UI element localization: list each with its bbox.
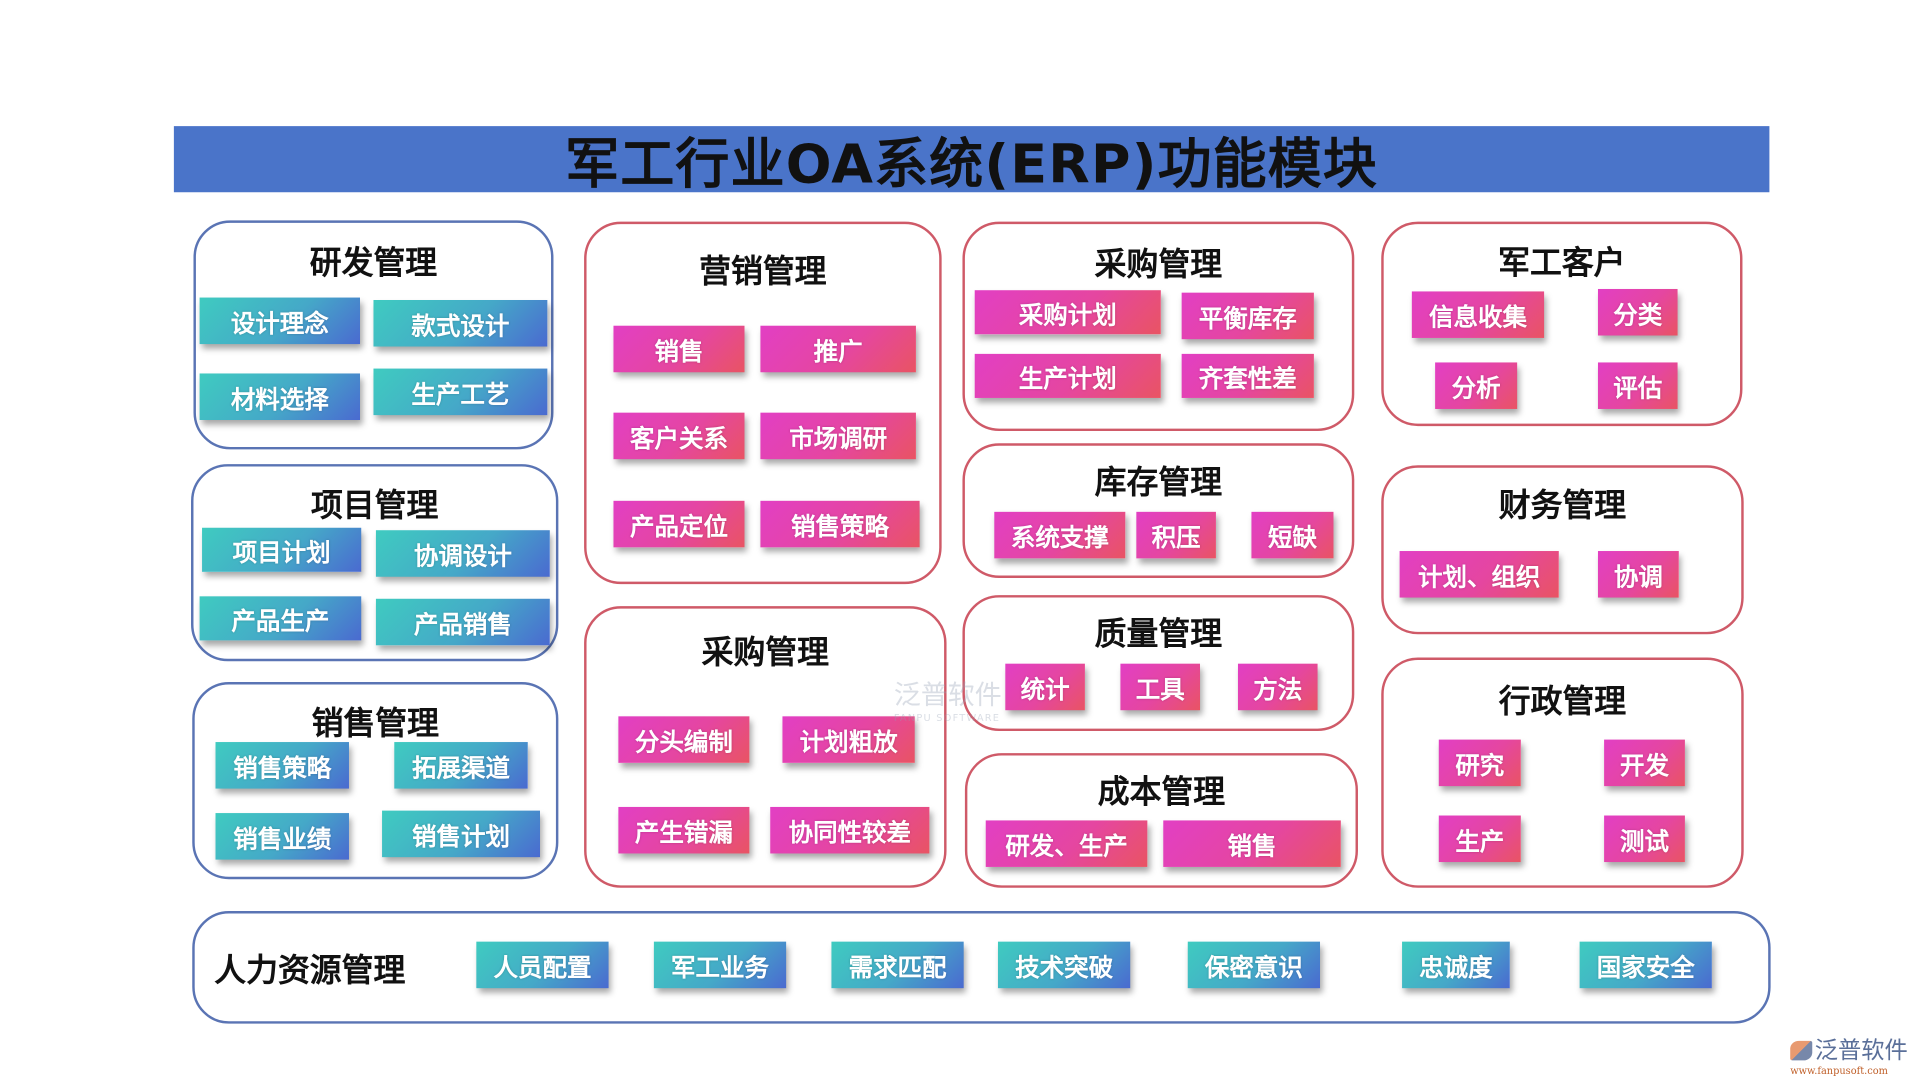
panel-title: 采购管理 bbox=[1094, 246, 1223, 284]
module-panel bbox=[1381, 465, 1744, 635]
module-button[interactable]: 销售业绩 bbox=[215, 813, 349, 860]
brand-logo: 泛普软件 www.fanpusoft.com bbox=[1790, 1037, 1908, 1077]
module-button[interactable]: 产品生产 bbox=[199, 596, 362, 641]
module-button[interactable]: 项目计划 bbox=[202, 527, 362, 572]
module-button[interactable]: 信息收集 bbox=[1411, 291, 1545, 338]
module-button[interactable]: 产生错漏 bbox=[618, 806, 750, 854]
module-button[interactable]: 国家安全 bbox=[1579, 941, 1712, 989]
panel-title: 库存管理 bbox=[1094, 464, 1223, 502]
module-button[interactable]: 生产工艺 bbox=[373, 368, 548, 416]
module-button[interactable]: 人员配置 bbox=[476, 941, 609, 989]
module-button[interactable]: 销售计划 bbox=[382, 810, 541, 858]
hr-title: 人力资源管理 bbox=[214, 952, 406, 990]
module-button[interactable]: 研究 bbox=[1438, 739, 1521, 787]
module-button[interactable]: 款式设计 bbox=[373, 300, 548, 347]
module-button[interactable]: 保密意识 bbox=[1187, 941, 1321, 989]
panel-title: 质量管理 bbox=[1094, 616, 1223, 654]
module-button[interactable]: 协调 bbox=[1597, 551, 1679, 598]
panel-title: 销售管理 bbox=[311, 705, 439, 743]
module-button[interactable]: 方法 bbox=[1237, 663, 1318, 711]
panel-title: 行政管理 bbox=[1498, 683, 1627, 721]
module-button[interactable]: 推广 bbox=[760, 325, 916, 373]
panel-title: 营销管理 bbox=[699, 254, 827, 291]
page-title: 军工行业OA系统(ERP)功能模块 bbox=[565, 133, 1378, 196]
panel-title: 财务管理 bbox=[1498, 487, 1627, 525]
module-button[interactable]: 统计 bbox=[1005, 663, 1085, 711]
module-button[interactable]: 系统支撑 bbox=[994, 511, 1126, 559]
module-button[interactable]: 军工业务 bbox=[653, 941, 787, 989]
module-button[interactable]: 技术突破 bbox=[997, 941, 1131, 989]
module-button[interactable]: 测试 bbox=[1604, 815, 1685, 863]
module-button[interactable]: 齐套性差 bbox=[1181, 353, 1314, 398]
logo-icon bbox=[1790, 1040, 1813, 1061]
module-button[interactable]: 采购计划 bbox=[974, 290, 1161, 335]
module-button[interactable]: 工具 bbox=[1120, 663, 1201, 711]
module-button[interactable]: 短缺 bbox=[1251, 511, 1334, 559]
module-button[interactable]: 设计理念 bbox=[199, 297, 361, 345]
module-button[interactable]: 客户关系 bbox=[613, 412, 745, 460]
module-button[interactable]: 材料选择 bbox=[199, 373, 361, 421]
module-button[interactable]: 评估 bbox=[1597, 362, 1678, 409]
module-button[interactable]: 分头编制 bbox=[618, 716, 750, 763]
module-button[interactable]: 开发 bbox=[1604, 739, 1685, 787]
module-button[interactable]: 需求匹配 bbox=[831, 941, 964, 989]
panel-title: 项目管理 bbox=[311, 487, 439, 525]
module-button[interactable]: 平衡库存 bbox=[1181, 292, 1314, 340]
panel-hr bbox=[192, 911, 1771, 1024]
module-button[interactable]: 销售 bbox=[613, 325, 745, 373]
module-button[interactable]: 产品销售 bbox=[375, 598, 550, 646]
module-button[interactable]: 研发、生产 bbox=[985, 820, 1148, 867]
module-button[interactable]: 积压 bbox=[1136, 511, 1216, 559]
module-button[interactable]: 协同性较差 bbox=[770, 806, 930, 854]
module-button[interactable]: 生产计划 bbox=[974, 353, 1161, 398]
module-button[interactable]: 市场调研 bbox=[760, 412, 916, 460]
module-button[interactable]: 销售策略 bbox=[760, 500, 920, 548]
panel-title: 研发管理 bbox=[309, 245, 438, 283]
panel-title: 成本管理 bbox=[1097, 774, 1226, 812]
panel-title: 军工客户 bbox=[1498, 245, 1626, 283]
panel-title: 采购管理 bbox=[701, 634, 829, 672]
module-button[interactable]: 销售策略 bbox=[215, 742, 349, 789]
module-button[interactable]: 销售 bbox=[1163, 820, 1341, 867]
module-button[interactable]: 分析 bbox=[1435, 362, 1518, 409]
module-button[interactable]: 忠诚度 bbox=[1402, 941, 1510, 989]
module-button[interactable]: 拓展渠道 bbox=[394, 742, 528, 789]
title-banner: 军工行业OA系统(ERP)功能模块 bbox=[173, 126, 1770, 196]
module-button[interactable]: 协调设计 bbox=[375, 530, 550, 577]
module-button[interactable]: 生产 bbox=[1438, 815, 1521, 863]
module-button[interactable]: 分类 bbox=[1597, 288, 1678, 336]
module-button[interactable]: 计划粗放 bbox=[782, 716, 915, 763]
module-button[interactable]: 计划、组织 bbox=[1399, 551, 1559, 598]
module-button[interactable]: 产品定位 bbox=[613, 500, 745, 548]
